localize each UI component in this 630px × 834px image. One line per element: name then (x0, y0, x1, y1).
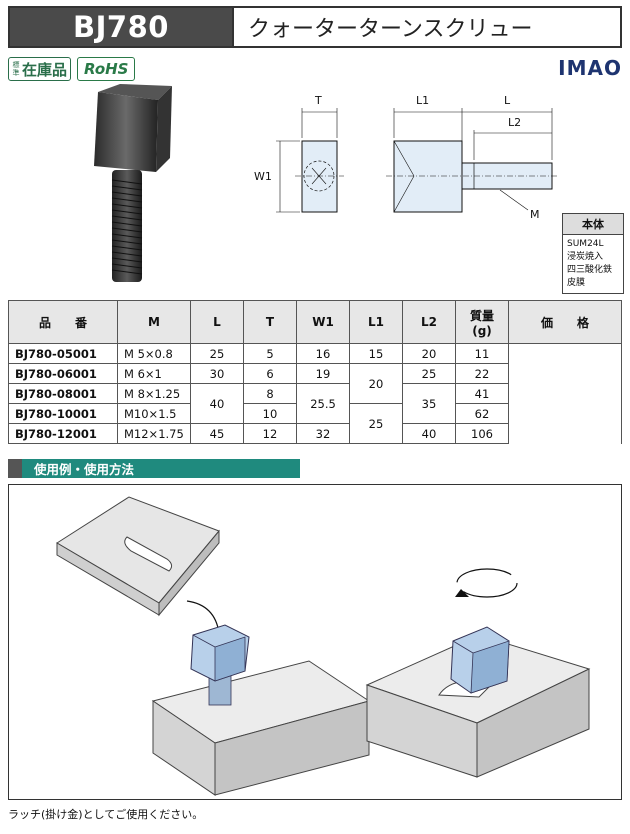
title-bar: BJ780 クォーターターンスクリュー (8, 6, 622, 48)
cell-part: BJ780-12001 (8, 423, 118, 444)
dim-l2-label: L2 (508, 116, 521, 129)
dim-l-label: L (504, 94, 511, 107)
dim-l1-label: L1 (416, 94, 429, 107)
cell-w1: 32 (296, 423, 350, 444)
cell-mass: 11 (455, 343, 509, 364)
cell-mass: 62 (455, 403, 509, 424)
product-code: BJ780 (10, 8, 232, 46)
cell-part: BJ780-06001 (8, 363, 118, 384)
col-l2: L2 (402, 300, 456, 344)
table-row: BJ780-12001 M12×1.75 45 12 32 40 106 (8, 423, 622, 444)
stock-badge-small: 標準 (12, 61, 20, 77)
cell-t: 10 (243, 403, 297, 424)
section-marker (8, 459, 22, 478)
cell-l: 25 (190, 343, 244, 364)
cell-part: BJ780-08001 (8, 383, 118, 404)
brand-logo: IMAO (558, 56, 622, 80)
material-line: 浸炭焼入 (567, 252, 604, 262)
col-mass-unit: (g) (472, 323, 492, 338)
cell-part: BJ780-05001 (8, 343, 118, 364)
cell-mass: 22 (455, 363, 509, 384)
cell-l2: 25 (402, 363, 456, 384)
cell-w1: 16 (296, 343, 350, 364)
cell-w1: 25.5 (296, 383, 350, 424)
cell-l1: 15 (349, 343, 403, 364)
usage-section-header: 使用例・使用方法 (8, 459, 300, 478)
col-m: M (117, 300, 191, 344)
dimension-drawing: T W1 L1 L L2 M (254, 94, 558, 221)
material-line: 四三酸化鉄皮膜 (567, 265, 613, 288)
cell-mass: 106 (455, 423, 509, 444)
spec-table: 品 番 M L T W1 L1 L2 質量(g) 価 格 BJ780-05001… (8, 300, 622, 444)
col-mass-label: 質量 (469, 308, 494, 323)
material-line: SUM24L (567, 239, 604, 249)
spec-header-row: 品 番 M L T W1 L1 L2 質量(g) 価 格 (8, 300, 622, 344)
cell-l: 45 (190, 423, 244, 444)
col-mass: 質量(g) (455, 300, 509, 344)
stock-badge-label: 在庫品 (22, 60, 68, 79)
usage-illustration-panel (8, 484, 622, 800)
product-title: クォーターターンスクリュー (232, 8, 620, 46)
cell-t: 12 (243, 423, 297, 444)
table-row: BJ780-05001 M 5×0.8 25 5 16 15 20 11 (8, 343, 622, 444)
cell-w1: 19 (296, 363, 350, 384)
cell-l2: 40 (402, 423, 456, 444)
cell-m: M10×1.5 (117, 403, 191, 424)
stock-badge: 標準 在庫品 (8, 57, 72, 81)
cell-t: 8 (243, 383, 297, 404)
col-price: 価 格 (508, 300, 622, 344)
usage-note: ラッチ(掛け金)としてご使用ください。 (8, 808, 204, 821)
product-photo (94, 84, 172, 282)
cell-t: 6 (243, 363, 297, 384)
usage-illustration (56, 496, 591, 796)
dim-t-label: T (314, 94, 322, 107)
material-lines: SUM24L 浸炭焼入 四三酸化鉄皮膜 (563, 235, 623, 293)
cell-m: M12×1.75 (117, 423, 191, 444)
cell-m: M 6×1 (117, 363, 191, 384)
col-part: 品 番 (8, 300, 118, 344)
dim-w1-label: W1 (254, 170, 272, 183)
col-w1: W1 (296, 300, 350, 344)
cell-l1: 25 (349, 403, 403, 444)
rohs-badge: RoHS (77, 57, 136, 81)
col-l1: L1 (349, 300, 403, 344)
badges: 標準 在庫品 RoHS (8, 57, 136, 81)
col-l: L (190, 300, 244, 344)
cell-l: 30 (190, 363, 244, 384)
cell-l2: 20 (402, 343, 456, 364)
dim-m-label: M (530, 208, 540, 221)
cell-m: M 8×1.25 (117, 383, 191, 404)
col-t: T (243, 300, 297, 344)
section-title: 使用例・使用方法 (34, 462, 135, 477)
cell-m: M 5×0.8 (117, 343, 191, 364)
cell-part: BJ780-10001 (8, 403, 118, 424)
cell-price (508, 343, 622, 444)
material-heading: 本体 (563, 214, 623, 235)
material-box: 本体 SUM24L 浸炭焼入 四三酸化鉄皮膜 (562, 213, 624, 294)
cell-l: 40 (190, 383, 244, 424)
cell-t: 5 (243, 343, 297, 364)
cell-l1: 20 (349, 363, 403, 404)
cell-l2: 35 (402, 383, 456, 424)
cell-mass: 41 (455, 383, 509, 404)
